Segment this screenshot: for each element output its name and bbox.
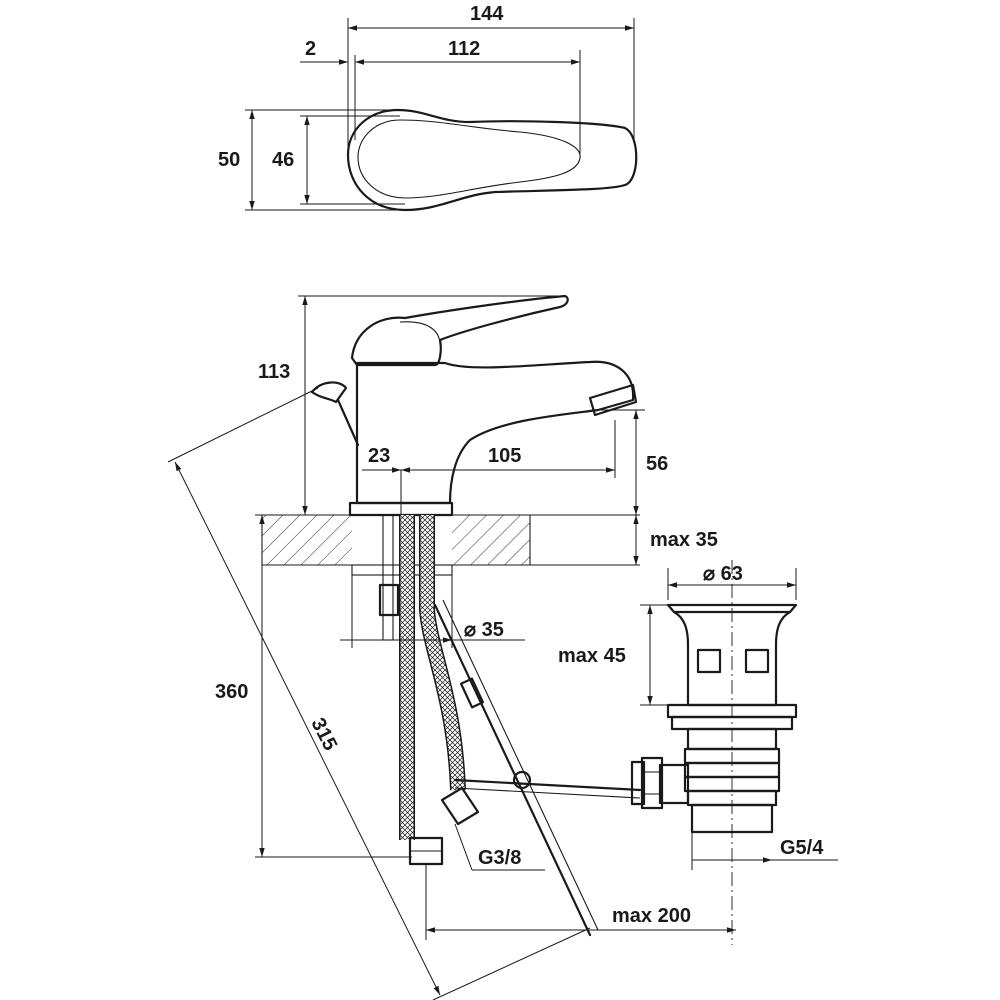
dim-lever-length: 112 <box>448 38 480 60</box>
dim-plug-diameter: ⌀ 63 <box>703 563 743 585</box>
dim-plug-height: max 45 <box>558 645 626 667</box>
dim-spout-reach: 105 <box>488 445 521 467</box>
dim-height-outer: 50 <box>218 149 240 171</box>
dim-spout-height: 56 <box>646 453 668 475</box>
dim-offset: 2 <box>305 38 316 60</box>
faucet-lever <box>350 294 569 367</box>
dim-height: 113 <box>258 361 290 383</box>
dim-hose-thread: G3/8 <box>478 847 521 869</box>
dim-rod-length: 315 <box>306 714 341 754</box>
dim-width-total: 144 <box>470 3 504 25</box>
dim-base-to-axis: 23 <box>368 445 390 467</box>
pop-up-rod <box>433 603 592 937</box>
dim-height-inner: 46 <box>272 149 294 171</box>
dim-hose-length: 360 <box>215 681 248 703</box>
top-view: 144 2 112 50 46 <box>218 3 638 212</box>
side-view: 113 23 105 56 max 35 ⌀ 35 360 315 G3/8 m… <box>167 294 736 1000</box>
dim-hole-diameter: ⌀ 35 <box>464 619 504 641</box>
top-view-lever-outline <box>346 108 638 212</box>
top-view-lever-recess <box>357 119 581 199</box>
faucet-body <box>355 360 635 505</box>
dim-rod-reach: max 200 <box>612 905 691 927</box>
dim-counter-thickness: max 35 <box>650 529 718 551</box>
waste-assembly: ⌀ 63 max 45 G5/4 <box>558 560 838 945</box>
dim-thread: G5/4 <box>780 837 824 859</box>
